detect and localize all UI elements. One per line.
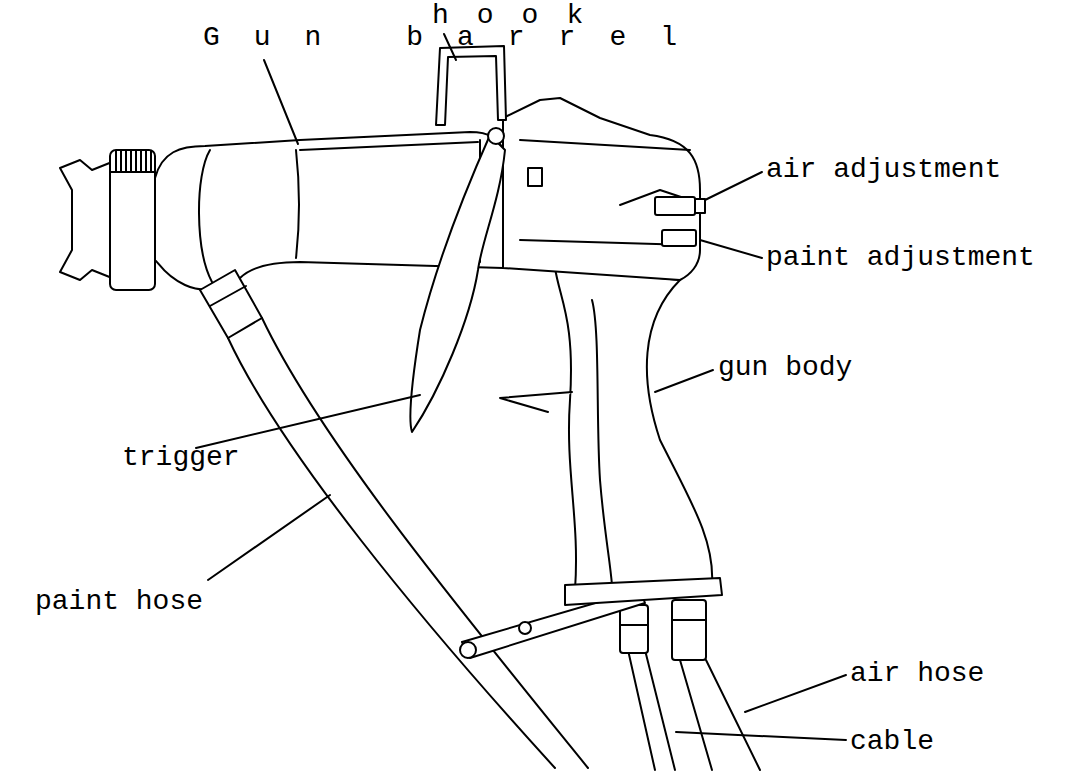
body-contour	[520, 140, 690, 150]
air-hose-line	[706, 660, 760, 770]
air-cap	[60, 160, 112, 280]
bracket-screw	[460, 642, 476, 658]
cable-fitting	[620, 605, 648, 653]
part-label: trigger	[122, 444, 240, 472]
ring-knurl	[110, 151, 155, 172]
leader-line	[700, 240, 762, 258]
part-label: paint adjustment	[766, 244, 1035, 272]
air-adjustment-nut	[695, 199, 705, 213]
part-label: air adjustment	[766, 156, 1001, 184]
leader-line	[655, 370, 713, 392]
leader-line	[264, 60, 298, 144]
leader-line	[208, 495, 330, 580]
barrel-contour	[199, 150, 212, 282]
leader-line	[705, 172, 762, 200]
handle-contour	[592, 300, 612, 585]
leader-line	[196, 395, 420, 448]
air-hose-fitting	[672, 600, 706, 660]
bracket-screw	[519, 622, 531, 634]
air-hose-line	[680, 660, 712, 770]
fitting-detail	[672, 619, 706, 621]
handle-base	[565, 578, 722, 605]
part-label: gun body	[718, 354, 852, 382]
part-label: paint hose	[35, 588, 203, 616]
gun-handle	[555, 268, 712, 590]
trigger-pivot	[488, 128, 504, 144]
retaining-ring	[110, 150, 155, 290]
part-label: air hose	[850, 660, 984, 688]
part-label: Gun barrel	[203, 24, 711, 52]
leader-line	[745, 675, 846, 712]
barrel-contour	[296, 150, 299, 258]
cable-line	[628, 650, 655, 770]
cable-line	[645, 650, 675, 770]
body-screw	[528, 168, 542, 186]
barrel-contour	[300, 142, 478, 150]
gun-body-head	[503, 98, 700, 280]
leader-line	[676, 732, 846, 740]
finger-rest	[500, 392, 572, 412]
paint-hose-fitting	[200, 270, 262, 338]
hook	[436, 46, 506, 125]
fitting-detail	[210, 286, 246, 306]
paint-adjustment-knob	[662, 230, 696, 246]
part-label: cable	[850, 728, 934, 756]
air-adjustment-knob	[655, 197, 695, 215]
trigger	[410, 135, 505, 432]
fitting-detail	[620, 624, 648, 626]
